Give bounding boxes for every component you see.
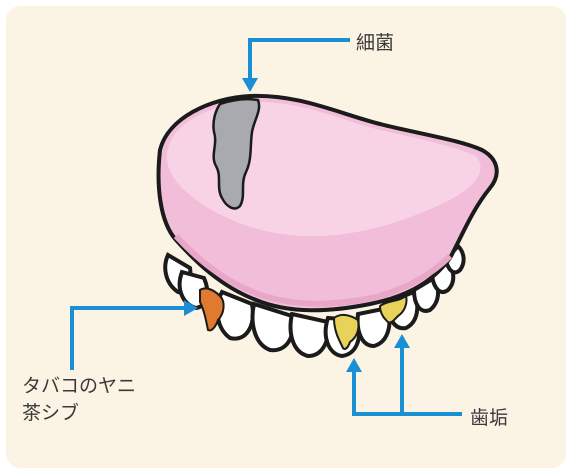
arrow-tartar [354, 372, 462, 414]
label-tobacco-line2: 茶シブ [22, 400, 136, 427]
arrowhead-bacteria [242, 78, 258, 92]
arrow-bacteria [250, 40, 350, 78]
tooth [291, 314, 329, 356]
arrowhead-tartar-2 [394, 334, 410, 348]
arrow-tobacco [72, 308, 184, 370]
tooth [253, 304, 293, 350]
label-tobacco-line1: タバコのヤニ [22, 373, 136, 400]
label-tobacco-stain: タバコのヤニ 茶シブ [22, 373, 136, 427]
arrowhead-tartar [346, 358, 362, 372]
label-bacteria: 細菌 [356, 30, 394, 57]
label-plaque: 歯垢 [470, 405, 508, 432]
